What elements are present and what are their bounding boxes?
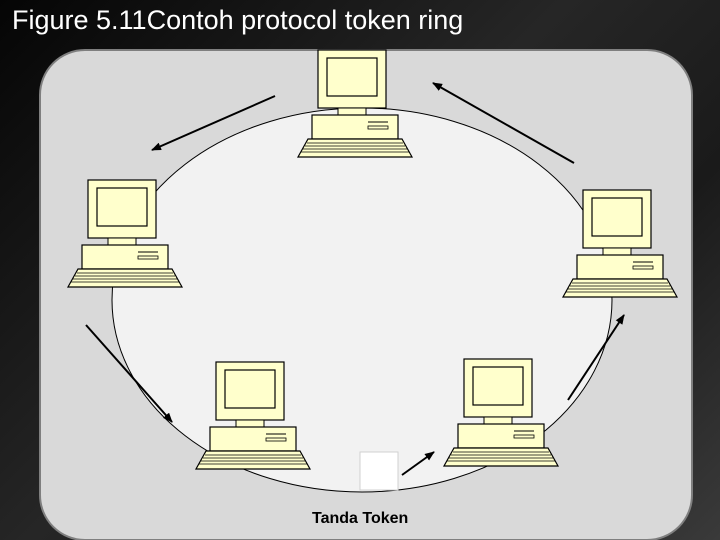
arrow-bottom bbox=[401, 451, 435, 476]
arrow-left-down bbox=[85, 324, 173, 423]
page-title: Figure 5.11Contoh protocol token ring bbox=[12, 5, 464, 35]
arrow-right-up bbox=[567, 314, 625, 401]
arrow-top-left bbox=[151, 95, 276, 151]
token-label: Tanda Token bbox=[312, 510, 409, 527]
arrow-top-right bbox=[432, 82, 575, 164]
token-block bbox=[359, 451, 399, 491]
